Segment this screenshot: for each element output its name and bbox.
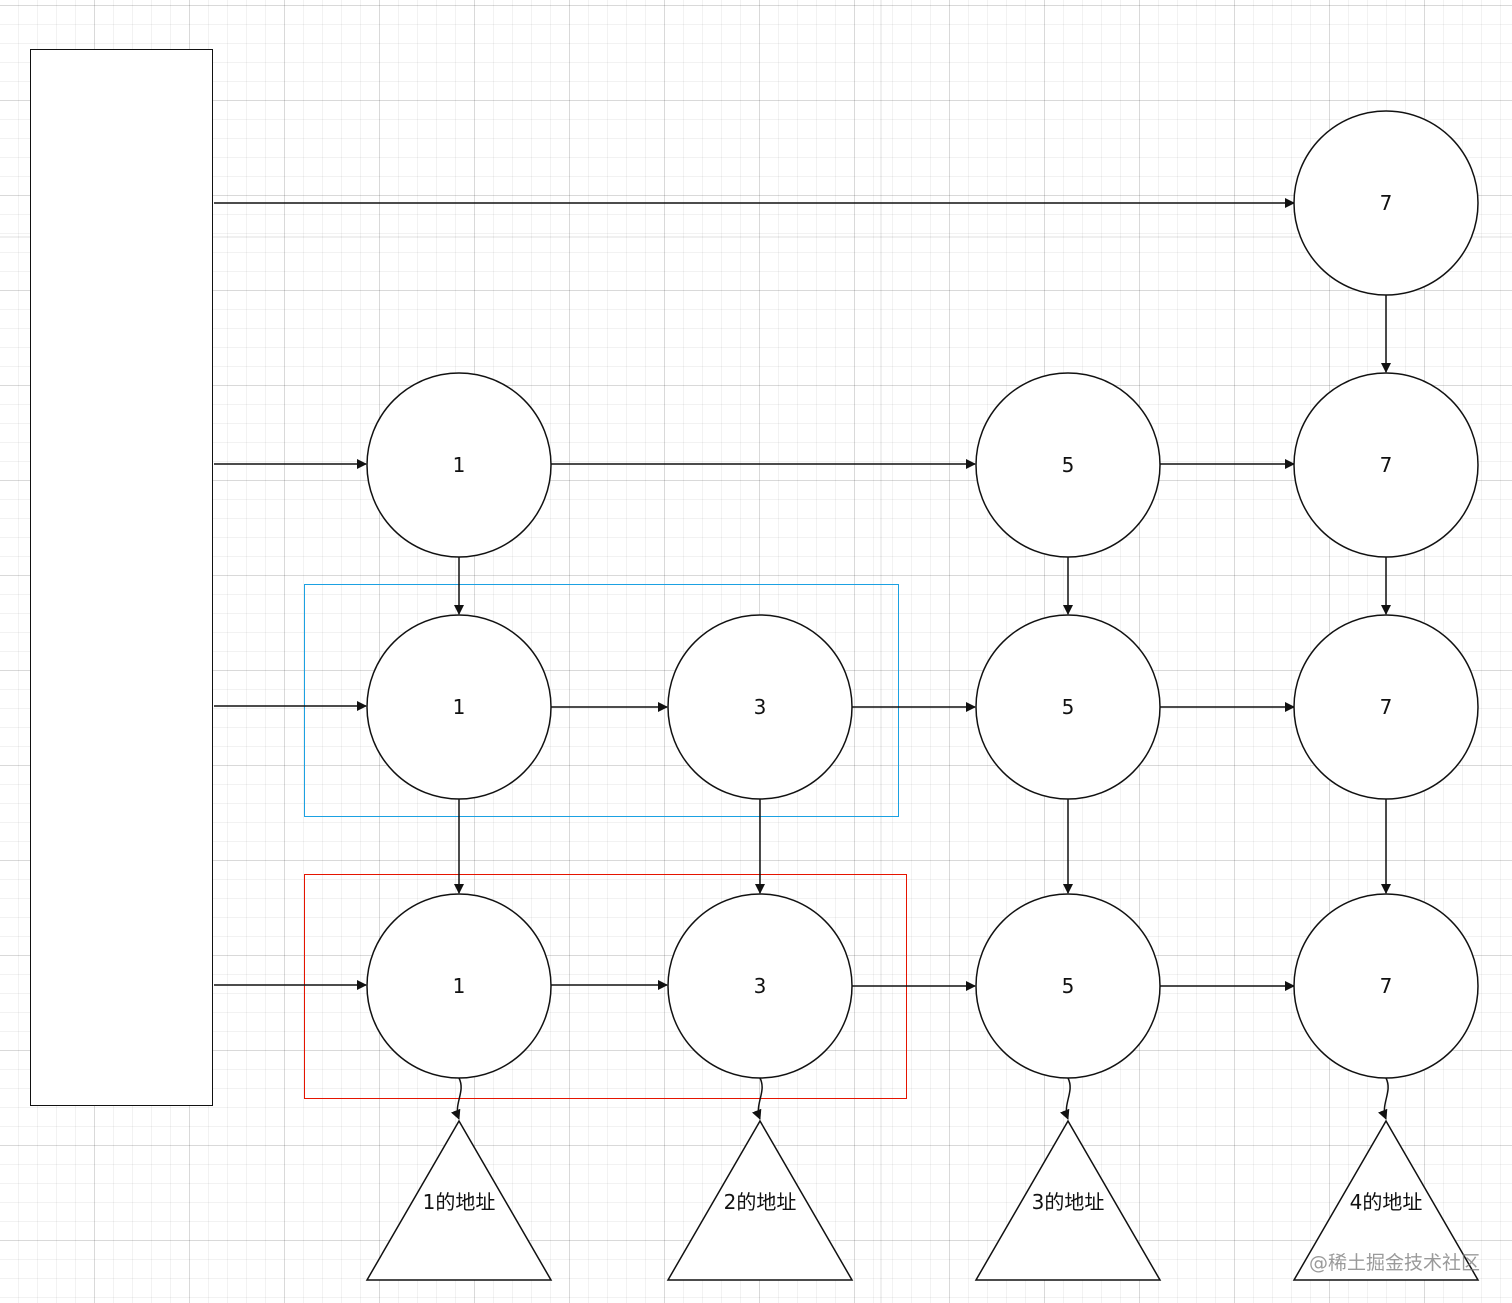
node-label: 7 (1380, 974, 1393, 998)
node-l1-5[interactable]: 5 (975, 893, 1161, 1079)
node-l2-1[interactable]: 1 (366, 614, 552, 800)
node-label: 7 (1380, 191, 1393, 215)
node-label: 3 (754, 695, 767, 719)
node-l1-1[interactable]: 1 (366, 893, 552, 1079)
node-label: 1 (453, 453, 466, 477)
node-l3-7[interactable]: 7 (1293, 372, 1479, 558)
grid-guide-vertical (880, 0, 882, 1303)
address-label-1: 1的地址 (423, 1190, 496, 1214)
address-triangle-3[interactable]: 3的地址 (974, 1119, 1162, 1281)
address-label-4: 4的地址 (1350, 1190, 1423, 1214)
node-label: 5 (1062, 453, 1075, 477)
level2-highlight-box[interactable] (304, 584, 899, 817)
address-triangle-1[interactable]: 1的地址 (365, 1119, 553, 1281)
node-l3-5[interactable]: 5 (975, 372, 1161, 558)
watermark: @稀土掘金技术社区 (1308, 1252, 1480, 1274)
node-label: 5 (1062, 974, 1075, 998)
node-label: 1 (453, 695, 466, 719)
node-l2-7[interactable]: 7 (1293, 614, 1479, 800)
address-label-3: 3的地址 (1032, 1190, 1105, 1214)
node-l2-5[interactable]: 5 (975, 614, 1161, 800)
edge-l1-7-to-address (1378, 1077, 1389, 1120)
skiplist-head-block[interactable] (30, 49, 213, 1106)
node-l1-7[interactable]: 7 (1293, 893, 1479, 1079)
node-l4-7[interactable]: 7 (1293, 110, 1479, 296)
address-triangle-4[interactable]: 4的地址 (1292, 1119, 1480, 1281)
node-label: 1 (453, 974, 466, 998)
node-label: 7 (1380, 695, 1393, 719)
grid-guide-horizontal (0, 236, 1512, 238)
edge-l1-3-to-address (752, 1077, 763, 1120)
node-l2-3[interactable]: 3 (667, 614, 853, 800)
edge-l1-1-to-address (451, 1077, 462, 1120)
address-label-2: 2的地址 (724, 1190, 797, 1214)
node-l1-3[interactable]: 3 (667, 893, 853, 1079)
node-label: 3 (754, 974, 767, 998)
node-l3-1[interactable]: 1 (366, 372, 552, 558)
edge-l1-5-to-address (1060, 1077, 1071, 1120)
address-triangle-2[interactable]: 2的地址 (666, 1119, 854, 1281)
node-label: 7 (1380, 453, 1393, 477)
node-label: 5 (1062, 695, 1075, 719)
